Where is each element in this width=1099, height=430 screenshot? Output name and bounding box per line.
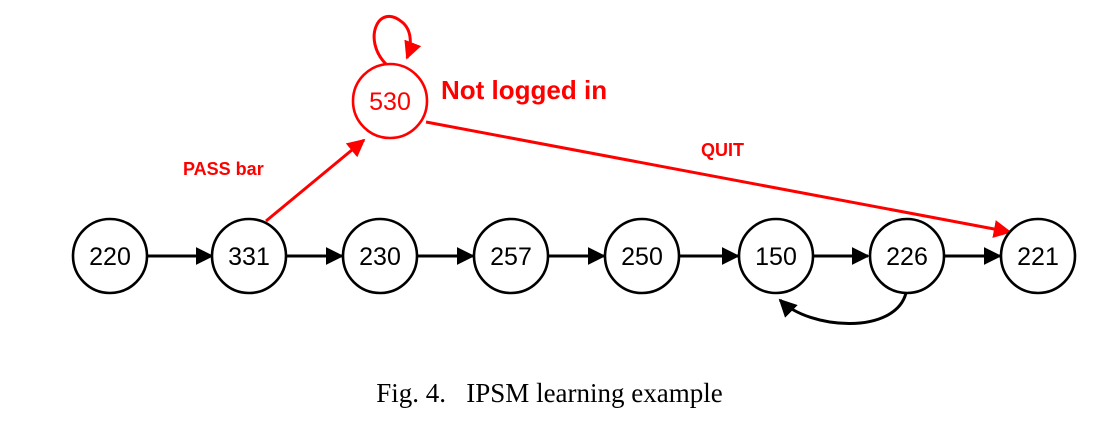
node-label-250: 250 [621,243,663,271]
node-label-221: 221 [1017,243,1059,271]
node-label-331: 331 [228,243,270,271]
state-diagram: 220 331 230 257 250 150 226 221 530 Not … [71,14,1077,325]
node-221: 221 [999,217,1077,295]
node-label-220: 220 [89,243,131,271]
node-label-226: 226 [886,243,928,271]
edge-530-self-loop [372,14,422,66]
node-250: 250 [603,217,681,295]
node-label-530: 530 [369,88,411,116]
node-226: 226 [868,217,946,295]
not-logged-in-label: Not logged in [441,75,607,105]
node-331: 331 [210,217,288,295]
quit-label: QUIT [701,140,744,160]
edge-226-150-back [778,292,908,325]
node-label-257: 257 [490,243,532,271]
node-230: 230 [341,217,419,295]
pass-bar-label: PASS bar [183,159,264,179]
edge-530-221 [425,120,1012,238]
node-257: 257 [472,217,550,295]
node-220: 220 [71,217,149,295]
node-150: 150 [737,217,815,295]
node-530: 530 [351,62,429,140]
figure-caption: Fig. 4. IPSM learning example [376,378,723,408]
node-label-230: 230 [359,243,401,271]
edge-331-530 [265,138,366,223]
node-label-150: 150 [755,243,797,271]
